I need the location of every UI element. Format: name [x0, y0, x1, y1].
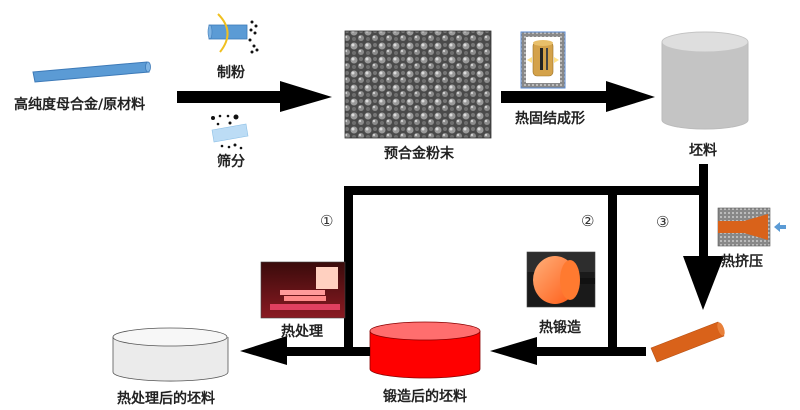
raw-material-rod: [32, 61, 151, 83]
hot-forging-label: 热锻造: [539, 320, 581, 336]
billet-cylinder: [661, 31, 749, 130]
route-number-1: ①: [320, 212, 334, 230]
route-number-2: ②: [581, 212, 595, 230]
milling-label: 制粉: [217, 65, 245, 81]
heat-treatment-photo: [260, 261, 346, 319]
hot-extrusion-label: 热挤压: [721, 254, 763, 270]
heat-treatment-label: 热处理: [281, 324, 323, 340]
arrow-to-heat-treated-billet: [240, 336, 370, 365]
extrusion-die-icon: [717, 207, 786, 247]
forged-billet-cylinder: [369, 321, 481, 379]
billet-label: 坯料: [689, 143, 717, 159]
arrow-down-extrusion: [683, 256, 724, 310]
raw-material-label: 高纯度母合金/原材料: [14, 97, 146, 113]
arrow-to-billet: [501, 81, 655, 112]
sieving-icon: [211, 114, 249, 150]
powder-micrograph: [344, 30, 492, 139]
heat-treated-billet-label: 热处理后的坯料: [117, 391, 215, 407]
arrow-to-powder: [177, 81, 332, 112]
arrow-to-forged-billet: [490, 337, 645, 365]
sieving-label: 筛分: [217, 154, 245, 170]
milling-icon: [207, 13, 259, 54]
route-lines: [300, 164, 708, 356]
heat-treated-billet-cylinder: [112, 327, 229, 382]
hip-label: 热固结成形: [515, 111, 585, 127]
route-number-3: ③: [656, 213, 670, 231]
forged-billet-label: 锻造后的坯料: [383, 389, 467, 405]
forging-photo: [526, 251, 596, 308]
powder-label: 预合金粉末: [384, 146, 454, 162]
hip-capsule-icon: [520, 31, 566, 89]
extruded-bar: [650, 321, 725, 363]
